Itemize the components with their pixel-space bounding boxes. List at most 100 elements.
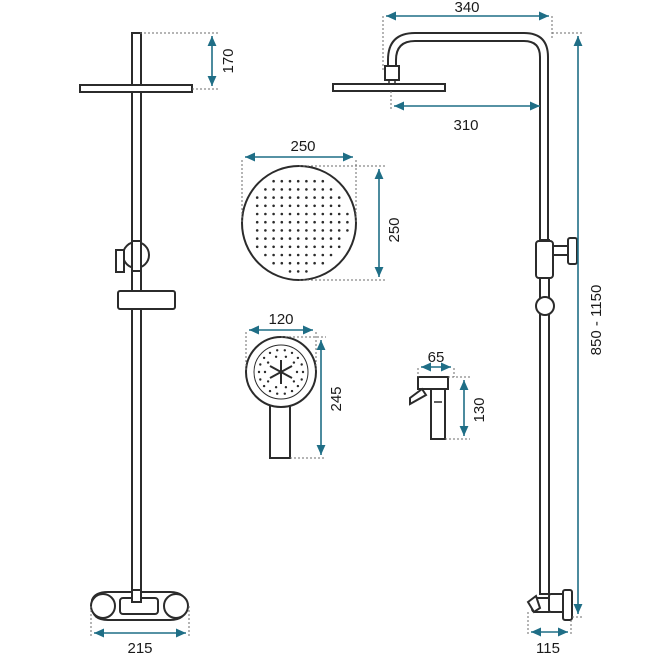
hand-nozzle-dot: [262, 356, 266, 360]
nozzle-dot: [280, 261, 284, 265]
dimension-115: 115: [527, 612, 572, 657]
nozzle-dot: [264, 253, 267, 257]
nozzle-dot: [288, 261, 292, 265]
nozzle-dot: [280, 237, 284, 240]
head-connector: [384, 65, 400, 81]
hand-nozzle-dot: [259, 378, 262, 381]
nozzle-dot: [280, 204, 284, 208]
nozzle-dot: [329, 229, 333, 232]
nozzle-dot: [264, 196, 267, 199]
nozzle-dot: [272, 220, 275, 224]
hand-nozzle-dot: [268, 351, 272, 355]
bidet-sprayer-handle: [430, 388, 446, 440]
nozzle-dot: [313, 261, 316, 265]
nozzle-dot: [296, 204, 300, 208]
nozzle-dot: [272, 237, 275, 240]
hand-nozzle-dot: [266, 380, 270, 383]
nozzle-dot: [288, 196, 292, 199]
nozzle-dot: [296, 237, 300, 240]
nozzle-dot: [255, 229, 259, 232]
bidet-sprayer: [409, 376, 449, 440]
nozzle-dot: [255, 237, 259, 240]
nozzle-dot: [337, 220, 341, 224]
nozzle-dot: [296, 179, 300, 183]
nozzle-dot: [280, 179, 284, 183]
nozzle-dot: [305, 196, 308, 199]
nozzle-dot: [288, 188, 292, 191]
overhead-nozzles: [255, 179, 349, 273]
hand-nozzle-dot: [295, 370, 299, 374]
nozzle-dot: [272, 188, 275, 191]
label-250-width: 250: [290, 138, 315, 155]
nozzle-dot: [321, 196, 325, 199]
nozzle-dot: [321, 179, 325, 183]
diverter-lever: [115, 249, 125, 273]
nozzle-dot: [288, 270, 292, 273]
hand-nozzle-dot: [284, 386, 288, 389]
side-view-shower-column: [332, 32, 578, 621]
nozzle-dot: [272, 261, 275, 265]
nozzle-dot: [272, 229, 275, 232]
nozzle-dot: [305, 270, 308, 273]
nozzle-dot: [255, 220, 259, 224]
bidet-sprayer-trigger: [409, 387, 428, 406]
nozzle-dot: [280, 188, 284, 191]
nozzle-dot: [264, 204, 267, 208]
label-850-1150: 850 - 1150: [588, 285, 605, 356]
hand-nozzle-dot: [296, 356, 300, 360]
nozzle-dot: [313, 204, 316, 208]
hand-nozzle-dot: [290, 389, 294, 393]
hand-nozzle-dot: [257, 370, 261, 374]
label-115: 115: [536, 640, 560, 657]
front-view-shower-column: [79, 32, 193, 621]
nozzle-dot: [255, 204, 259, 208]
dimension-120: 120: [245, 311, 317, 372]
nozzle-dot: [313, 245, 316, 249]
hand-nozzle-dot: [300, 363, 303, 366]
dimension-310: 310: [390, 91, 540, 134]
hand-nozzle-dot: [296, 384, 300, 388]
nozzle-dot: [296, 261, 300, 265]
column-pipe: [131, 91, 142, 591]
label-215: 215: [127, 640, 152, 657]
dimension-215: 215: [90, 606, 190, 657]
hand-nozzle-dot: [263, 370, 267, 374]
shower-arm-inner: [395, 40, 541, 241]
nozzle-dot: [305, 188, 308, 191]
label-65: 65: [428, 349, 445, 366]
mixer-body: [90, 589, 189, 621]
nozzle-dot: [255, 196, 259, 199]
nozzle-dot: [321, 229, 325, 232]
shower-arm: [387, 32, 549, 241]
hand-nozzle-dot: [268, 389, 272, 393]
side-diverter-body: [535, 240, 554, 279]
nozzle-dot: [346, 220, 349, 224]
nozzle-dot: [313, 196, 316, 199]
dimension-130: 130: [445, 376, 488, 440]
hand-nozzle-dot: [290, 351, 294, 355]
dimension-65: 65: [417, 349, 455, 377]
nozzle-dot: [337, 212, 341, 216]
nozzle-dot: [321, 261, 325, 265]
nozzle-dot: [305, 253, 308, 257]
hand-nozzle-dot: [292, 380, 296, 383]
hand-shower-holder: [131, 32, 142, 86]
nozzle-dot: [321, 237, 325, 240]
nozzle-dot: [288, 220, 292, 224]
nozzle-dot: [296, 229, 300, 232]
nozzle-dot: [346, 229, 349, 232]
nozzle-dot: [346, 212, 349, 216]
nozzle-dot: [313, 188, 316, 191]
nozzle-dot: [321, 204, 325, 208]
slide-holder: [117, 290, 176, 310]
nozzle-dot: [264, 188, 267, 191]
label-245: 245: [328, 386, 345, 411]
hand-nozzle-dot: [262, 384, 266, 388]
nozzle-dot: [296, 212, 300, 216]
nozzle-dot: [305, 179, 308, 183]
nozzle-dot: [313, 220, 316, 224]
nozzle-dot: [296, 270, 300, 273]
dimension-245: 245: [281, 336, 345, 459]
nozzle-dot: [321, 253, 325, 257]
